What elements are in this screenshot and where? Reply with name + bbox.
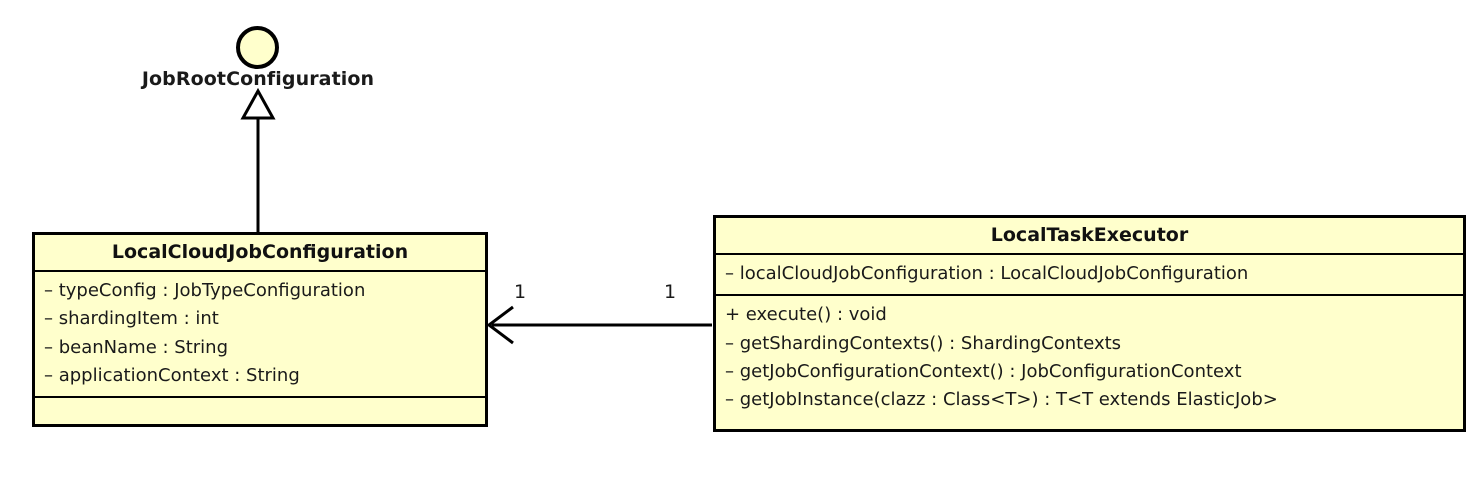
class-title-local-task-executor: LocalTaskExecutor (716, 218, 1463, 255)
method-row: – getJobInstance(clazz : Class<T>) : T<T… (725, 389, 1278, 410)
interface-label-jobrootconfiguration: JobRootConfiguration (141, 68, 375, 90)
multiplicity-target: 1 (514, 281, 527, 303)
attributes-compartment-local-task-executor: – localCloudJobConfiguration : LocalClou… (716, 255, 1463, 297)
attribute-row: – localCloudJobConfiguration : LocalClou… (725, 263, 1249, 284)
attribute-row: – typeConfig : JobTypeConfiguration (44, 280, 366, 301)
association-edge (486, 305, 712, 345)
method-row: – getJobConfigurationContext() : JobConf… (725, 360, 1242, 382)
open-arrowhead-icon (486, 305, 514, 345)
attribute-row: – applicationContext : String (44, 364, 300, 386)
generalization-edge (240, 87, 276, 232)
method-row: – getShardingContexts() : ShardingContex… (725, 332, 1122, 354)
attribute-row: – shardingItem : int (44, 308, 219, 330)
method-row: + execute() : void (725, 304, 887, 326)
hollow-triangle-arrowhead-icon (240, 87, 276, 120)
interface-circle-icon (236, 26, 279, 69)
class-title-local-cloud-job-configuration: LocalCloudJobConfiguration (35, 235, 485, 272)
methods-compartment-local-cloud-job-configuration (35, 398, 485, 416)
class-box-local-task-executor[interactable]: LocalTaskExecutor – localCloudJobConfigu… (713, 215, 1466, 432)
attribute-row: – beanName : String (44, 336, 228, 358)
attributes-compartment-local-cloud-job-configuration: – typeConfig : JobTypeConfiguration – sh… (35, 272, 485, 398)
multiplicity-source: 1 (664, 281, 677, 303)
methods-compartment-local-task-executor: + execute() : void – getShardingContexts… (716, 296, 1463, 420)
class-box-local-cloud-job-configuration[interactable]: LocalCloudJobConfiguration – typeConfig … (32, 232, 488, 427)
